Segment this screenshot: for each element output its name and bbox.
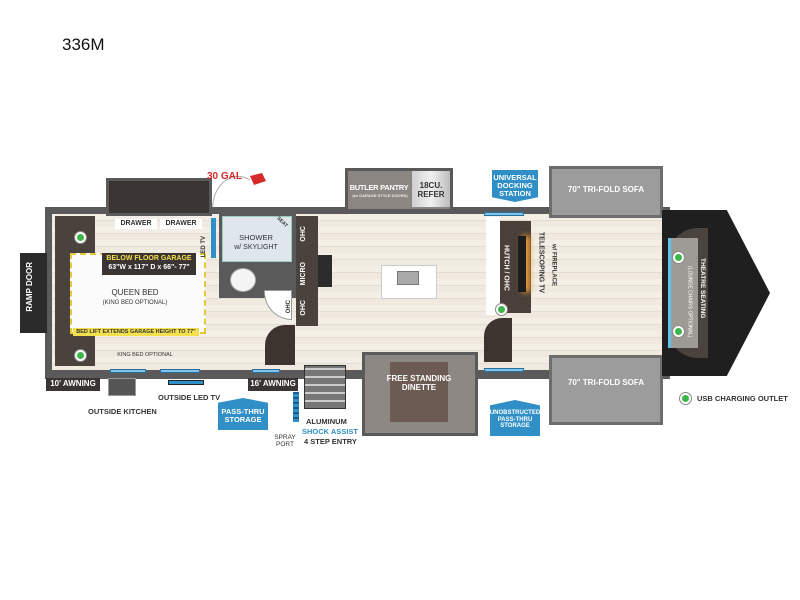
step-entry-label: 4 STEP ENTRY	[304, 437, 357, 446]
island-sink	[397, 271, 419, 285]
butler-pantry-label: BUTLER PANTRY	[349, 183, 409, 192]
king-bed-optional-paren: (KING BED OPTIONAL)	[102, 300, 168, 306]
outside-led-tv-label: OUTSIDE LED TV	[158, 393, 221, 402]
drawer-label: DRAWER	[115, 219, 157, 229]
ohc-label: OHC	[300, 300, 307, 316]
sofa-top-label: 70" TRI-FOLD SOFA	[567, 185, 645, 194]
outside-led-tv	[168, 380, 204, 385]
ohc-label: OHC	[300, 226, 307, 242]
wardrobe-slideout	[106, 178, 212, 216]
usb-legend-icon	[680, 393, 691, 404]
usb-outlet-icon	[75, 232, 86, 243]
usb-outlet-icon	[673, 252, 684, 263]
outside-kitchen	[108, 378, 136, 396]
entry-steps	[304, 365, 346, 409]
shower	[222, 216, 292, 262]
window	[484, 368, 524, 372]
universal-docking-label: UNIVERSAL DOCKING STATION	[493, 172, 537, 199]
window	[484, 212, 524, 216]
range	[318, 255, 332, 287]
ohc-label: OHC	[286, 300, 292, 314]
usb-outlet-icon	[673, 326, 684, 337]
telescoping-tv	[518, 236, 526, 292]
sofa-bottom	[549, 355, 663, 425]
ramp-door[interactable]	[20, 253, 47, 333]
unobstructed-callout: UNOBSTRUCTED PASS-THRU STORAGE	[490, 400, 540, 436]
spray-port-label: SPRAY PORT	[274, 434, 296, 449]
sofa-bottom-label: 70" TRI-FOLD SOFA	[567, 378, 645, 387]
shower-label: SHOWER	[239, 233, 273, 242]
skylight-label: w/ SKYLIGHT	[234, 244, 278, 251]
toilet	[230, 268, 256, 292]
aluminum-label: ALUMINUM	[306, 417, 347, 426]
outside-kitchen-label: OUTSIDE KITCHEN	[88, 407, 157, 416]
refer-label: 18CU. REFER	[417, 181, 445, 199]
cabinet-column	[296, 216, 318, 326]
telescoping-tv-label: TELESCOPING TV	[537, 232, 545, 294]
window	[110, 369, 146, 373]
bed-lift-note: BED LIFT EXTENDS GARAGE HEIGHT TO 77"	[73, 328, 199, 337]
garage-title: BELOW FLOOR GARAGE	[102, 253, 196, 265]
awning-16-label: 16' AWNING	[248, 378, 298, 391]
dinette-label: FREE STANDING DINETTE	[386, 374, 452, 392]
hutch-white	[486, 217, 500, 315]
window	[160, 369, 200, 373]
drawer-label: DRAWER	[160, 219, 202, 229]
king-bed-optional: KING BED OPTIONAL	[117, 352, 173, 358]
spray-port-hose	[293, 392, 299, 422]
pass-thru-label: PASS-THRU STORAGE	[221, 406, 265, 424]
butler-pantry-sub: (w/ GARAGE STYLE DOORS)	[352, 193, 408, 198]
shock-assist-label: SHOCK ASSIST	[302, 427, 358, 436]
model-title: 336M	[62, 35, 105, 54]
usb-outlet-icon	[496, 304, 507, 315]
sofa-top	[549, 166, 663, 218]
garage-dims: 63"W x 117" D x 66"- 77"	[102, 263, 196, 275]
window	[252, 369, 280, 373]
refrigerator	[412, 171, 450, 207]
recliner	[484, 318, 512, 362]
recliner	[265, 325, 295, 365]
micro-label: MICRO	[300, 262, 307, 286]
ramp-door-label: RAMP DOOR	[25, 262, 34, 312]
unobstructed-label: UNOBSTRUCTED PASS-THRU STORAGE	[489, 410, 541, 430]
led-tv-label: LED TV	[201, 236, 207, 258]
fuel-capacity: 30 GAL	[207, 171, 243, 182]
universal-docking-callout: UNIVERSAL DOCKING STATION	[492, 170, 538, 202]
queen-bed-label: QUEEN BED	[111, 288, 159, 297]
fuel-nozzle-icon	[212, 173, 266, 214]
fireplace-label: w/ FIREPLACE	[550, 244, 557, 287]
pass-thru-callout: PASS-THRU STORAGE	[218, 398, 268, 430]
hutch-label: HUTCH / OHC	[502, 245, 510, 291]
lounge-chairs-label: (LOUNGE CHAIRS OPTIONAL)	[686, 266, 693, 338]
awning-10-label: 10' AWNING	[46, 378, 100, 391]
theatre-seating-label: THEATRE SEATING	[699, 258, 707, 319]
dinette-table	[390, 362, 448, 422]
usb-legend-label: USB CHARGING OUTLET	[697, 394, 788, 403]
usb-outlet-icon	[75, 350, 86, 361]
led-tv	[211, 218, 216, 258]
